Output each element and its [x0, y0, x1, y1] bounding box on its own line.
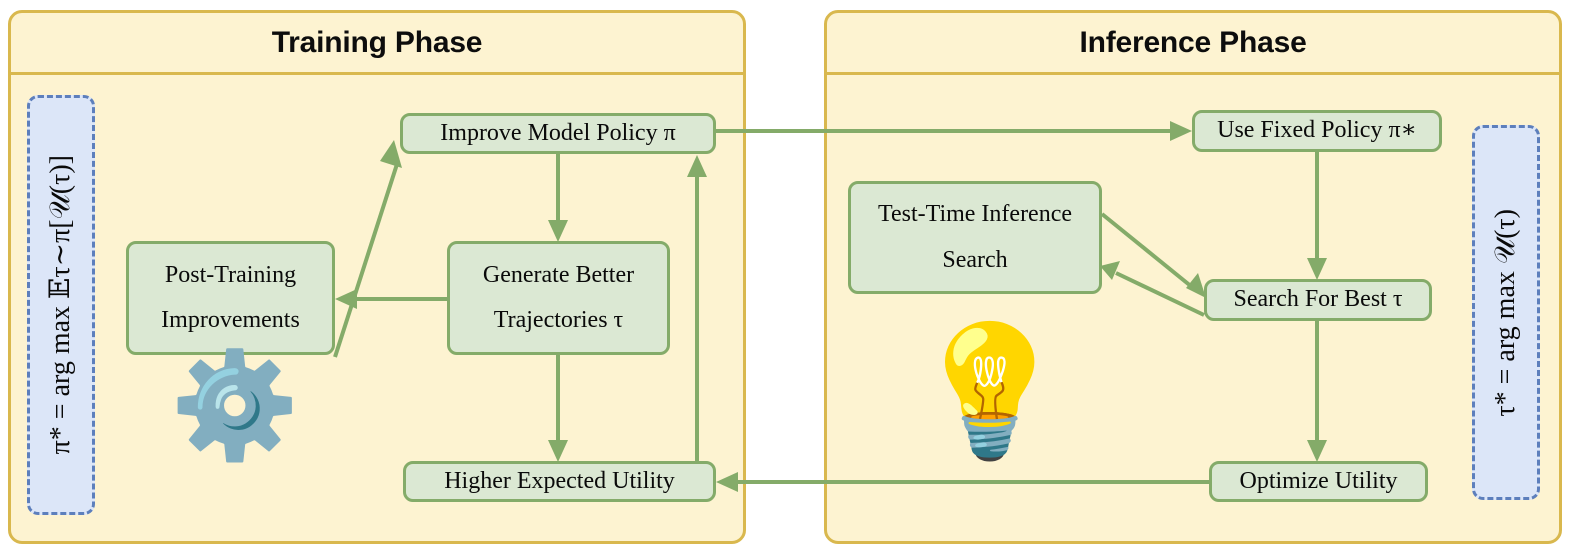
node-test-time-inference-search-line2: Search — [942, 246, 1008, 273]
gear-icon: ⚙️ — [170, 349, 300, 464]
lightbulb-icon: 💡 — [910, 321, 1070, 463]
node-higher-expected-utility-label: Higher Expected Utility — [444, 467, 675, 494]
training-phase-header: Training Phase — [11, 13, 743, 75]
training-objective-formula-box: π* = arg max 𝔼τ∼π[𝒰(τ)] — [27, 95, 95, 515]
node-use-fixed-policy-label: Use Fixed Policy π∗ — [1217, 117, 1417, 144]
inference-objective-formula-box: τ* = arg max 𝒰(τ) — [1472, 125, 1540, 500]
node-post-training-improvements[interactable]: Post-Training Improvements — [126, 241, 335, 355]
node-optimize-utility[interactable]: Optimize Utility — [1209, 461, 1428, 502]
training-objective-formula: π* = arg max 𝔼τ∼π[𝒰(τ)] — [45, 155, 76, 455]
node-post-training-line1: Post-Training — [164, 261, 297, 288]
inference-phase-header: Inference Phase — [827, 13, 1559, 75]
node-generate-trajectories-line1: Generate Better — [482, 261, 635, 288]
node-search-for-best-trajectory-label: Search For Best τ — [1233, 286, 1403, 313]
node-generate-trajectories-line2: Trajectories τ — [493, 307, 624, 333]
node-search-for-best-trajectory[interactable]: Search For Best τ — [1204, 279, 1432, 321]
node-post-training-line2: Improvements — [161, 307, 300, 333]
node-improve-model-policy-label: Improve Model Policy π — [440, 119, 676, 146]
node-test-time-inference-search-line1: Test-Time Inference — [877, 201, 1073, 228]
inference-phase-title: Inference Phase — [1079, 25, 1307, 59]
node-use-fixed-policy[interactable]: Use Fixed Policy π∗ — [1192, 110, 1442, 152]
training-phase-title: Training Phase — [271, 25, 483, 59]
node-improve-model-policy[interactable]: Improve Model Policy π — [400, 113, 716, 154]
node-test-time-inference-search[interactable]: Test-Time Inference Search — [848, 181, 1102, 294]
inference-objective-formula: τ* = arg max 𝒰(τ) — [1490, 208, 1521, 417]
node-generate-better-trajectories[interactable]: Generate Better Trajectories τ — [447, 241, 670, 355]
node-optimize-utility-label: Optimize Utility — [1239, 467, 1398, 494]
node-higher-expected-utility[interactable]: Higher Expected Utility — [403, 461, 716, 502]
